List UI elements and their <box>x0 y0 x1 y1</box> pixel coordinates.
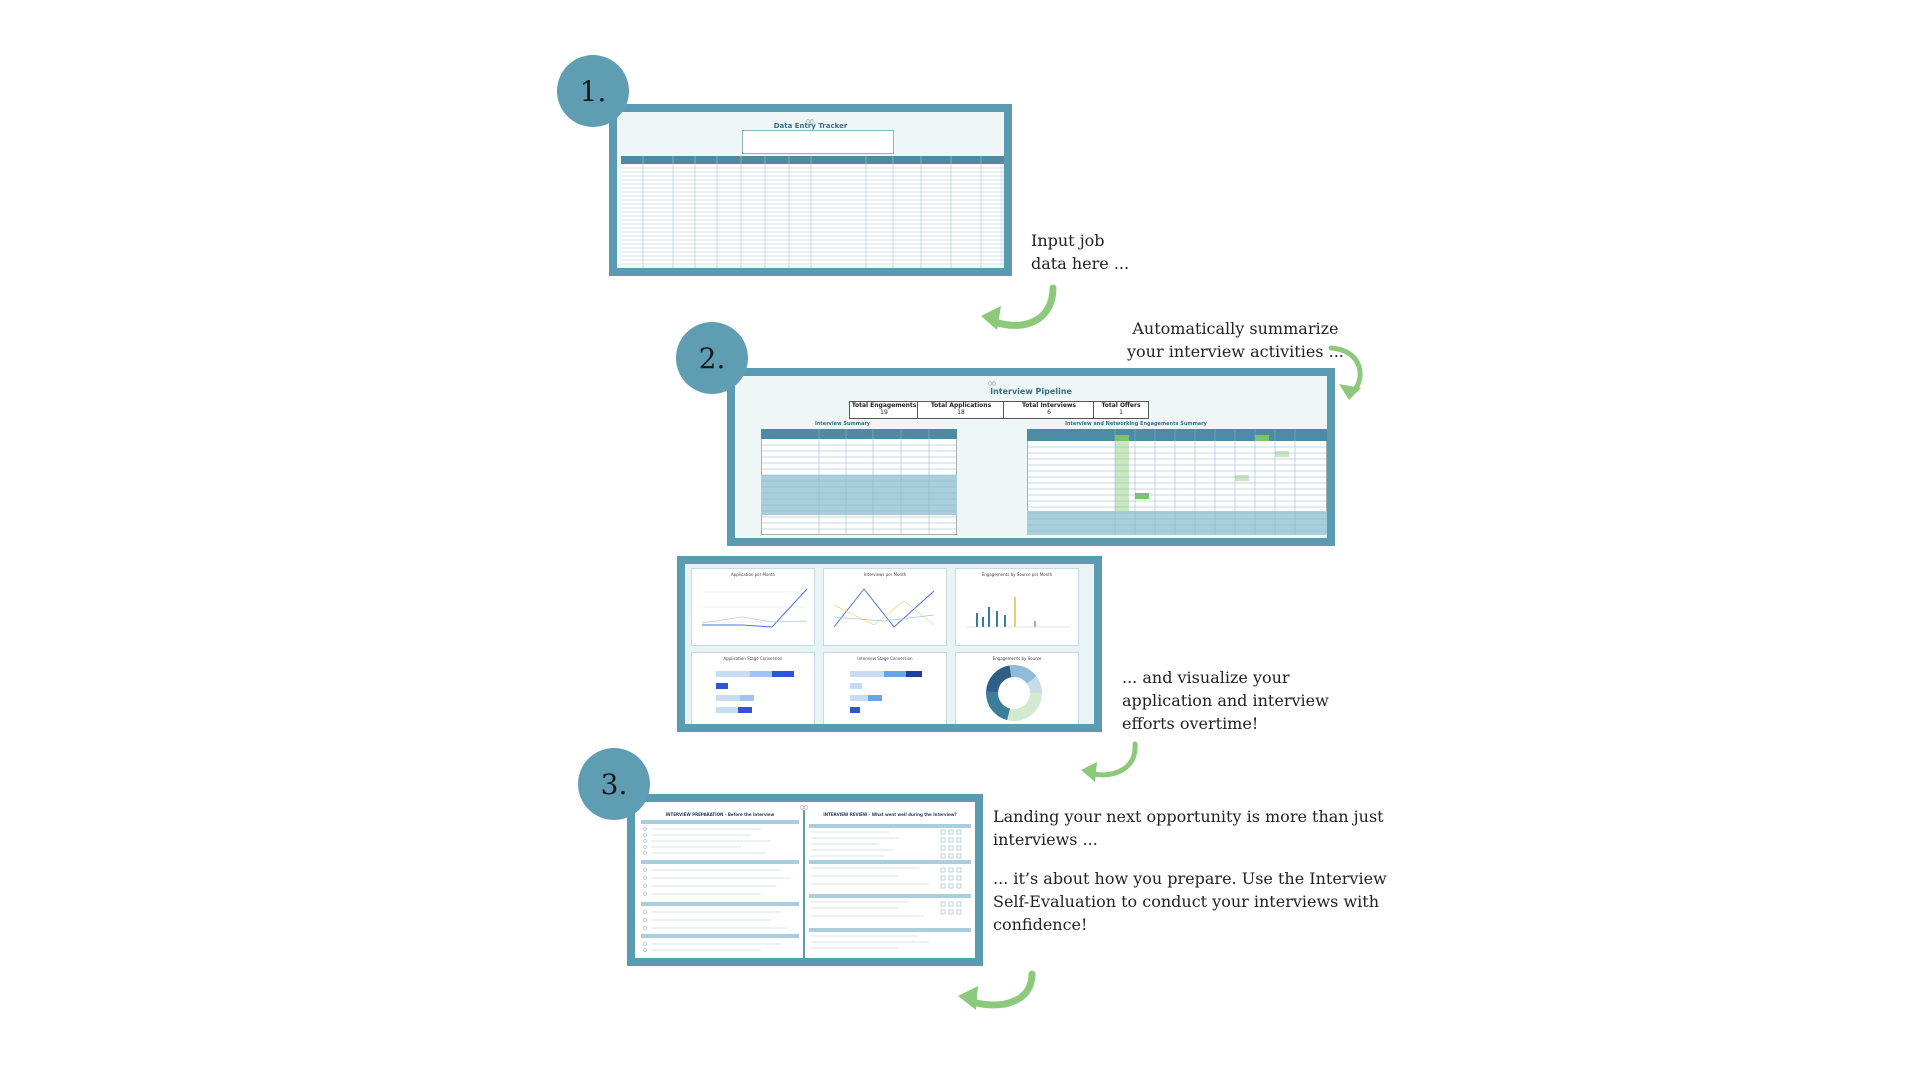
interview-summary-title: Interview Summary <box>815 421 871 427</box>
bar-chart <box>850 671 922 713</box>
engagement-summary-title: Interview and Networking Engagements Sum… <box>1065 421 1207 427</box>
self-eval-right-title: INTERVIEW REVIEW - What went well during… <box>823 812 957 817</box>
self-eval-divider <box>803 810 805 958</box>
line-chart <box>833 588 935 628</box>
infinity-logo-icon: ∞ <box>987 376 997 390</box>
donut-chart <box>986 665 1042 721</box>
tracker-grid-lines <box>621 156 1004 268</box>
chart-card-applications-per-month: Application per Month <box>691 568 815 646</box>
curved-arrow-icon <box>1081 741 1138 782</box>
step-2-badge: 2. <box>676 322 748 394</box>
pipeline-screenshot: ∞ Interview Pipeline Total Engagements 1… <box>727 368 1335 546</box>
step-3-badge: 3. <box>578 748 650 820</box>
line-chart <box>701 588 808 628</box>
step-1-caption: Input job data here ... <box>1031 231 1130 273</box>
total-engagements-box: Total Engagements 19 <box>849 401 919 419</box>
infinity-logo-icon: ∞ <box>799 802 809 814</box>
chart-card-engagements-by-source-per-month: Engagements by Source per Month <box>955 568 1079 646</box>
step-1-badge: 1. <box>557 55 629 127</box>
infinity-logo-icon: ∞ <box>805 114 815 128</box>
engagement-summary-table <box>1027 429 1327 535</box>
curved-arrow-icon <box>981 284 1057 330</box>
chart-card-interview-stage-conversion: Interview Stage Conversion <box>823 652 947 724</box>
tracker-screenshot: ∞ Data Entry Tracker <box>609 104 1012 276</box>
tracker-instructions <box>742 130 894 154</box>
charts-screenshot: Application per Month Interviews per Mon… <box>677 556 1102 732</box>
step-3b-caption: ... it’s about how you prepare. Use the … <box>993 869 1387 934</box>
tracker-grid <box>621 156 1004 268</box>
chart-card-engagements-by-source: Engagements by Source <box>955 652 1079 724</box>
self-eval-left-title: INTERVIEW PREPARATION - Before the Inter… <box>665 812 775 817</box>
chart-card-application-stage-conversion: Application Stage Conversion <box>691 652 815 724</box>
bar-chart <box>716 671 794 713</box>
curved-arrow-icon <box>1328 345 1363 400</box>
chart-card-interviews-per-month: Interviews per Month <box>823 568 947 646</box>
bar-chart <box>966 597 1071 628</box>
curved-arrow-icon <box>958 970 1036 1010</box>
step-2-caption: Automatically summarize your interview a… <box>1127 319 1344 361</box>
pipeline-title: Interview Pipeline <box>990 387 1072 396</box>
total-interviews-box: Total Interviews 6 <box>1003 401 1095 419</box>
step-3a-caption: Landing your next opportunity is more th… <box>993 807 1384 849</box>
self-eval-left-checklist <box>641 820 799 952</box>
interview-summary-table <box>761 429 957 535</box>
step-2b-caption: ... and visualize your application and i… <box>1122 668 1329 733</box>
self-evaluation-screenshot: ∞ INTERVIEW PREPARATION - Before the Int… <box>627 794 983 966</box>
self-eval-right-checklist <box>809 824 971 949</box>
tracker-title: Data Entry Tracker <box>773 122 848 130</box>
total-offers-box: Total Offers 1 <box>1093 401 1149 419</box>
total-applications-box: Total Applications 18 <box>917 401 1005 419</box>
